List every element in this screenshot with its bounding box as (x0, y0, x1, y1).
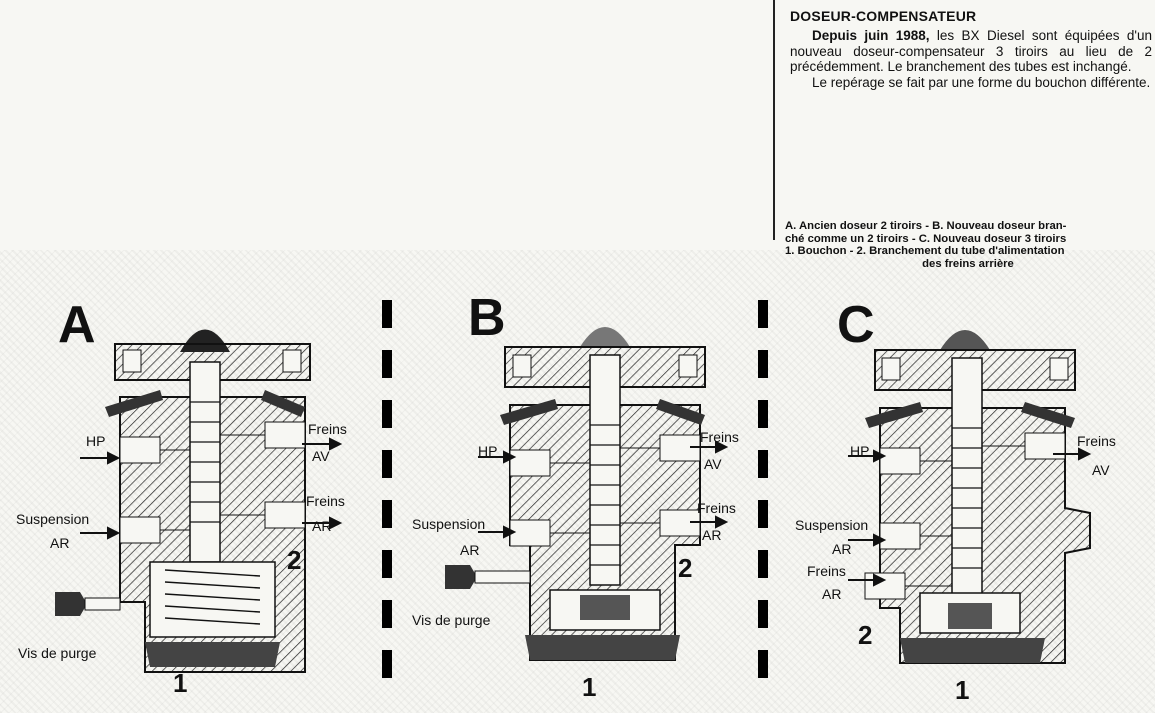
diagram-c-hp-label: HP (850, 443, 870, 459)
diagram-c-drawing (864, 330, 1091, 664)
diagram-a-hp-label: HP (86, 433, 106, 449)
diagram-a-vis-de-purge-label: Vis de purge (18, 645, 97, 661)
article-title: DOSEUR-COMPENSATEUR (790, 8, 977, 24)
diagram-b-arrows (478, 440, 729, 539)
diagram-c-freins-ar-label-2: AR (822, 586, 842, 602)
diagram-a-freins-ar-label-1: Freins (306, 493, 345, 509)
dashed-divider-right (758, 300, 768, 700)
diagram-b-freins-av-label-1: Freins (700, 429, 739, 445)
diagram-a-freins-av-label-1: Freins (308, 421, 347, 437)
diagram-c-number-2: 2 (858, 620, 873, 650)
article-body: Depuis juin 1988, les BX Diesel sont équ… (790, 28, 1152, 90)
diagram-b-freins-av-label-2: AV (704, 456, 722, 472)
diagram-a-freins-ar-label-2: AR (312, 518, 332, 534)
diagram-a-suspension-label: Suspension (16, 511, 90, 527)
figure-caption: A. Ancien doseur 2 tiroirs - B. Nouveau … (785, 220, 1151, 270)
diagram-a-number-1: 1 (173, 668, 188, 698)
caption-line-4: des freins arrière (922, 257, 1014, 270)
paragraph-2: Le repérage se fait par une forme du bou… (812, 74, 1151, 90)
diagram-b-drawing (445, 327, 706, 661)
paragraph-1-text: les BX Diesel sont équipées d'un nouveau… (790, 28, 1152, 74)
diagram-a-suspension-ar-label: AR (50, 535, 70, 551)
diagram-c-number-1: 1 (955, 675, 970, 705)
diagram-c-suspension-ar-label: AR (832, 541, 852, 557)
diagram-c-arrows (848, 447, 1092, 587)
diagram-b-hp-label: HP (478, 443, 498, 459)
diagram-c-suspension-label: Suspension (795, 517, 869, 533)
diagram-c-freins-av-label-1: Freins (1077, 433, 1116, 449)
diagram-c-freins-av-label-2: AV (1092, 462, 1110, 478)
dashed-divider-left (382, 300, 392, 700)
diagram-b-number-1: 1 (582, 672, 597, 702)
diagram-a-letter: A (58, 296, 96, 354)
diagram-b-letter: B (468, 289, 506, 347)
diagram-a-freins-av-label-2: AV (312, 448, 330, 464)
diagram-a-number-2: 2 (287, 545, 302, 575)
paragraph-1-lead: Depuis juin 1988, (812, 28, 930, 43)
diagram-b-suspension-label: Suspension (412, 516, 486, 532)
diagram-a-drawing (55, 329, 311, 673)
diagram-b-number-2: 2 (678, 553, 693, 583)
diagram-b-freins-ar-label-2: AR (702, 527, 722, 543)
diagram-b-vis-de-purge-label: Vis de purge (412, 612, 491, 628)
caption-line-1: A. Ancien doseur 2 tiroirs - B. Nouveau … (785, 220, 1067, 232)
caption-line-2: ché comme un 2 tiroirs - C. Nouveau dose… (785, 232, 1067, 245)
paragraph-1: Depuis juin 1988, les BX Diesel sont équ… (790, 28, 1152, 75)
diagram-a-arrows (80, 437, 343, 540)
diagram-b-freins-ar-label-1: Freins (697, 500, 736, 516)
diagram-c-letter: C (837, 296, 875, 354)
column-divider (773, 0, 775, 240)
diagram-c-freins-ar-label-1: Freins (807, 563, 846, 579)
diagram-b-suspension-ar-label: AR (460, 542, 480, 558)
caption-line-3: 1. Bouchon - 2. Branchement du tube d'al… (785, 245, 1065, 257)
